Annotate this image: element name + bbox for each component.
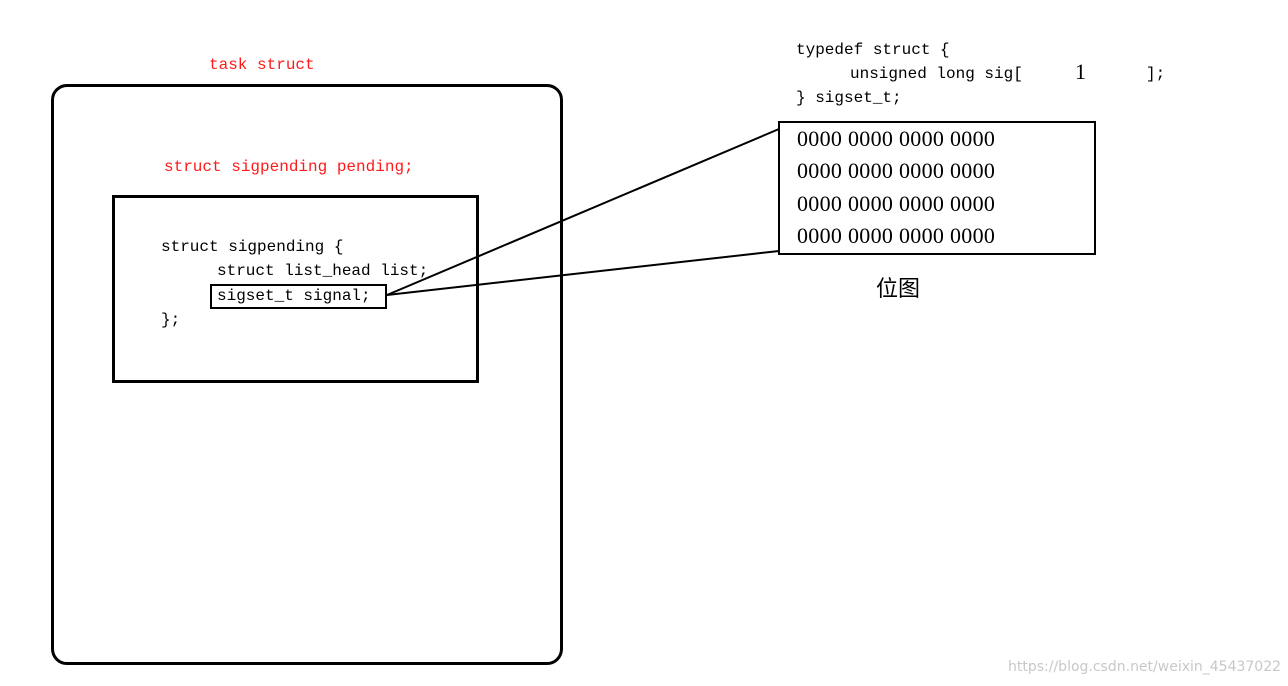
bitmap-row: 0000 0000 0000 0000 <box>797 223 996 248</box>
signal-field-box <box>210 284 387 309</box>
sigset-array-size: 1 <box>1075 59 1086 84</box>
sigpending-box <box>112 195 479 383</box>
bitmap-caption: 位图 <box>876 277 921 302</box>
bitmap-row: 0000 0000 0000 0000 <box>797 158 996 183</box>
watermark-text: https://blog.csdn.net/weixin_45437022 <box>1008 659 1282 675</box>
sigpending-field-list: struct list_head list; <box>217 262 429 280</box>
bitmap-row: 0000 0000 0000 0000 <box>797 191 996 216</box>
sigpending-close: }; <box>161 311 181 329</box>
sigset-field-suffix: ]; <box>1146 65 1166 83</box>
task-struct-box <box>51 84 563 665</box>
sigset-typedef-open: typedef struct { <box>796 41 950 59</box>
connector-line-bottom <box>386 250 780 296</box>
sigpending-pending-decl: struct sigpending pending; <box>164 158 414 176</box>
sigset-field-prefix: unsigned long sig[ <box>850 65 1023 83</box>
connector-line-top <box>386 128 780 296</box>
sigset-typedef-close: } sigset_t; <box>796 89 902 107</box>
bitmap-row: 0000 0000 0000 0000 <box>797 126 996 151</box>
task-struct-title: task struct <box>209 56 315 74</box>
bitmap-box <box>778 121 1096 255</box>
sigpending-field-signal: sigset_t signal; <box>217 287 371 305</box>
sigpending-open: struct sigpending { <box>161 238 344 256</box>
